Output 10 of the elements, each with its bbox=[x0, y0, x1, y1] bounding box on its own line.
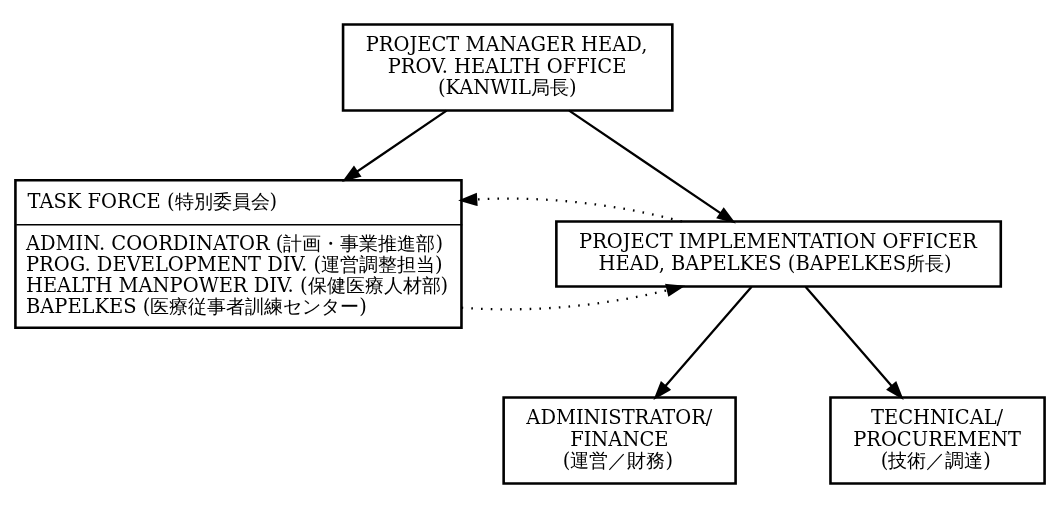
arrow bbox=[653, 285, 753, 400]
node-box: TECHNICAL/ PROCUREMENT (技術／調達) bbox=[829, 396, 1046, 485]
arrow bbox=[458, 192, 683, 223]
arrow bbox=[804, 285, 904, 400]
arrow bbox=[568, 109, 736, 224]
node-box: ADMINISTRATOR/ FINANCE (運営／財務) bbox=[502, 396, 737, 485]
node-box: PROJECT IMPLEMENTATION OFFICER HEAD, BAPELKES (BAPELKES所長) bbox=[555, 220, 1003, 288]
node-box: PROJECT MANAGER HEAD, PROV. HEALTH OFFICE (KANWIL局長) bbox=[341, 23, 674, 112]
arrow bbox=[461, 283, 686, 311]
arrow bbox=[341, 109, 448, 182]
